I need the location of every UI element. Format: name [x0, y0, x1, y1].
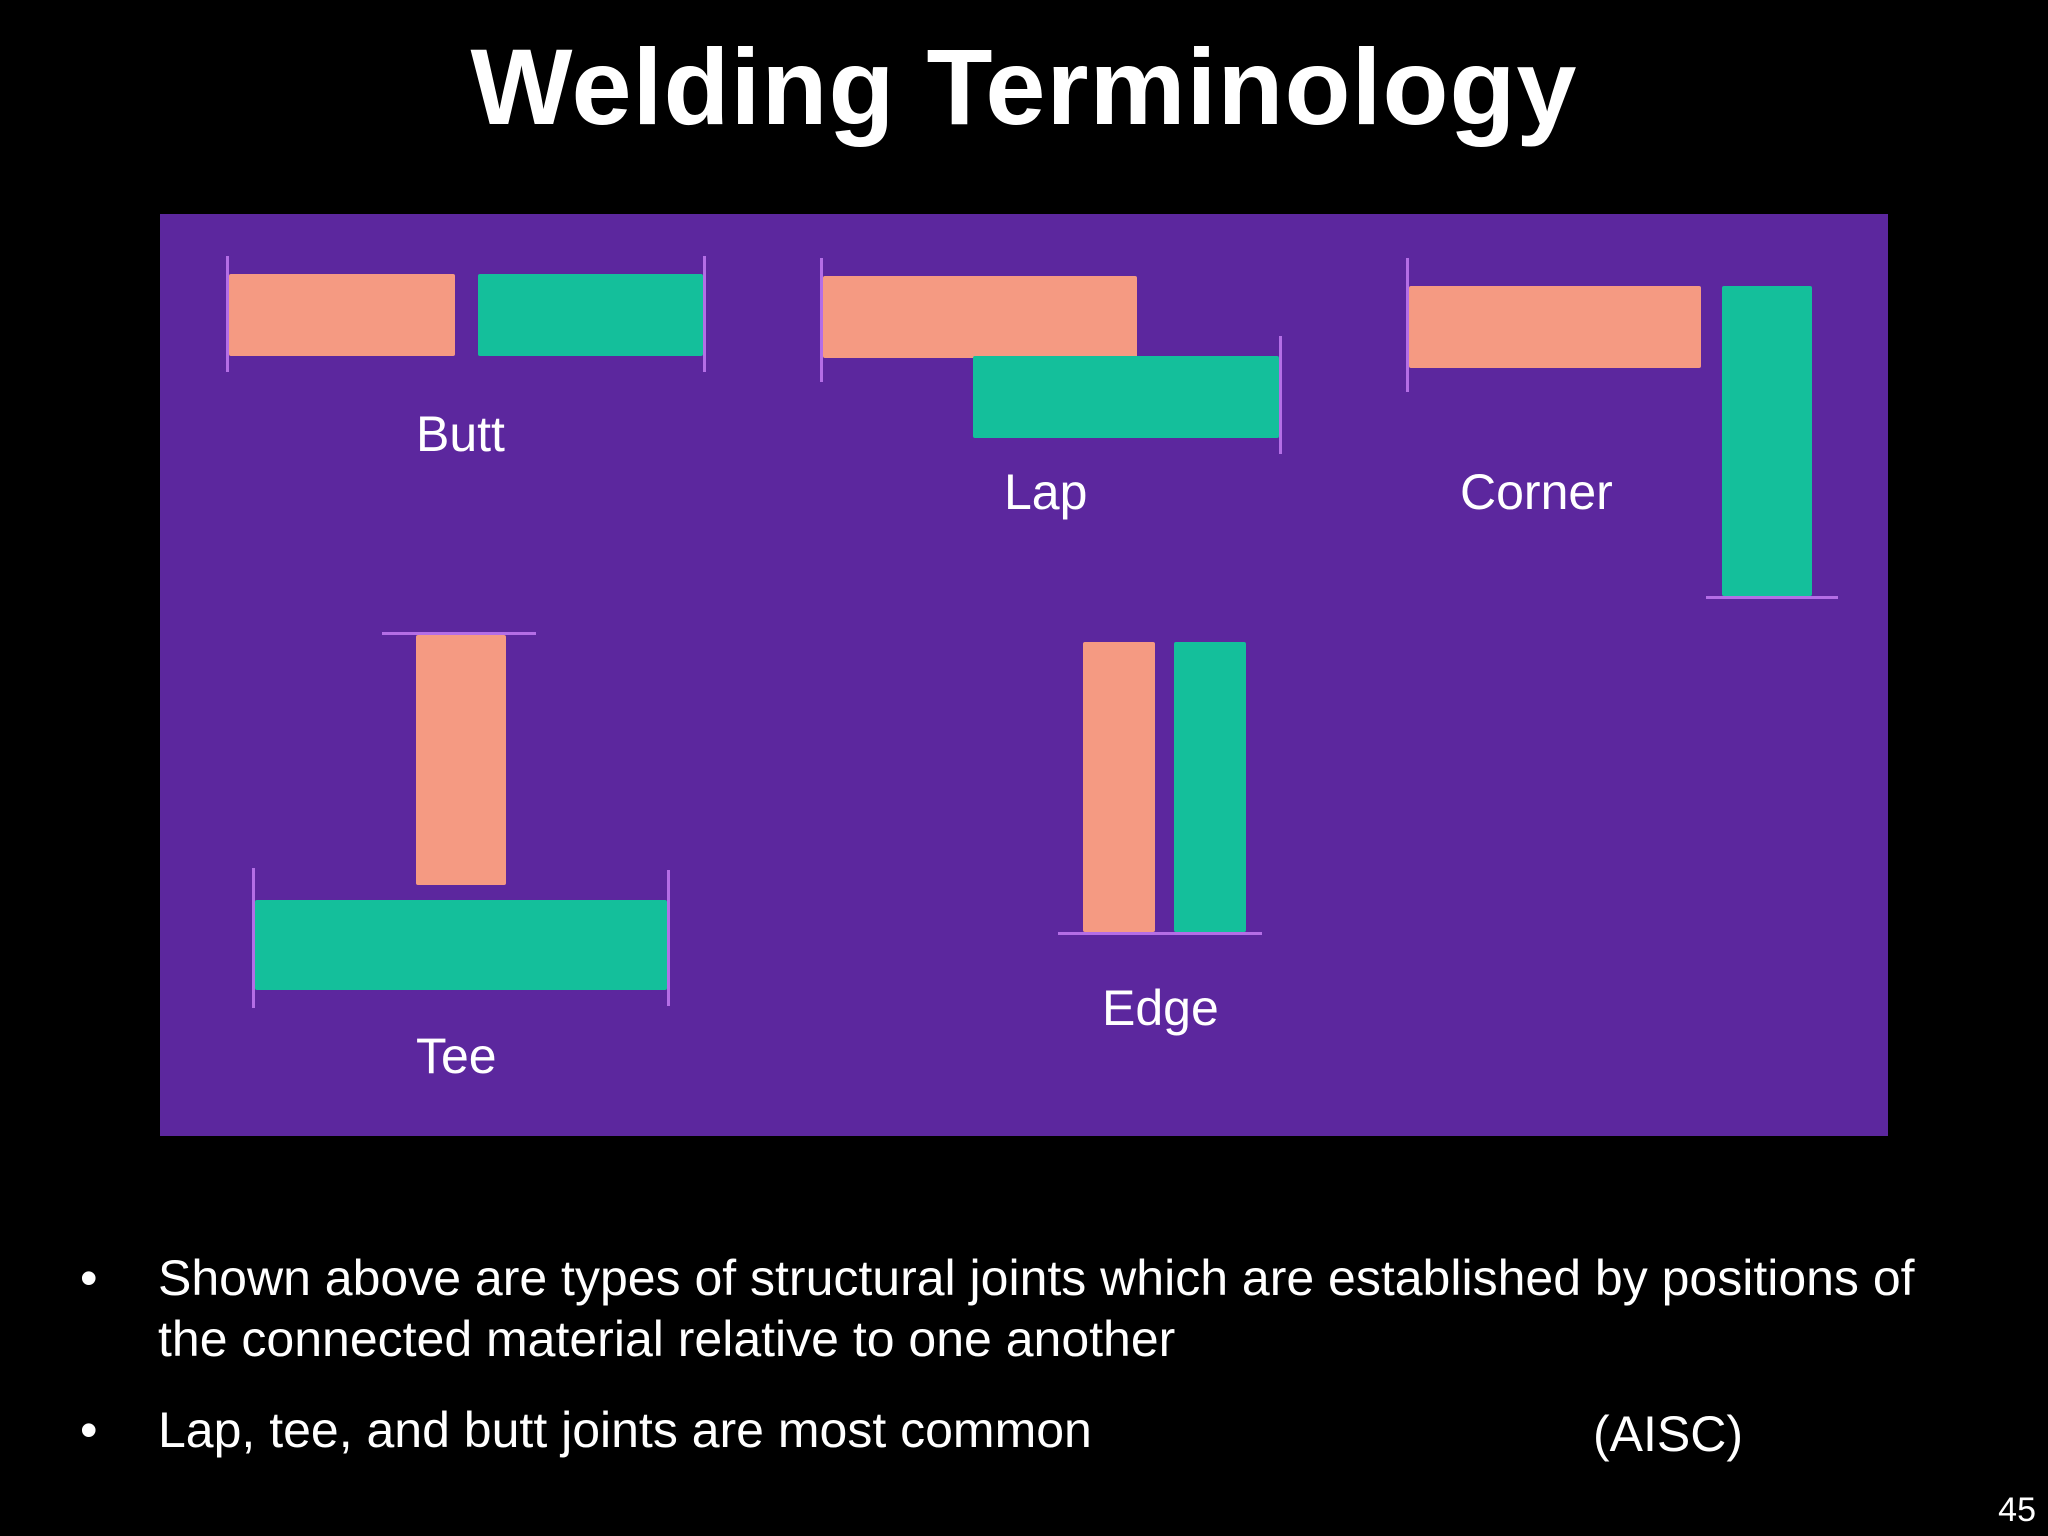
- lap-plate-top: [823, 276, 1137, 358]
- tee-top-end-mark: [382, 632, 536, 635]
- bullet-marker: •: [80, 1402, 98, 1458]
- tee-right-end-mark: [667, 870, 670, 1006]
- corner-left-end-mark: [1406, 258, 1409, 392]
- page-number: 45: [1998, 1491, 2036, 1529]
- bullet-marker: •: [80, 1250, 98, 1306]
- corner-plate-vertical: [1722, 286, 1812, 596]
- joint-types-diagram: Butt Lap Corner Tee Edge: [160, 214, 1888, 1136]
- bullet-item: • Lap, tee, and butt joints are most com…: [76, 1400, 1996, 1461]
- edge-plate-left: [1083, 642, 1155, 932]
- edge-plate-right: [1174, 642, 1246, 932]
- corner-plate-horizontal: [1409, 286, 1701, 368]
- source-citation: (AISC): [1593, 1406, 1743, 1462]
- butt-plate-right: [478, 274, 703, 356]
- butt-plate-left: [229, 274, 455, 356]
- bullet-item: • Shown above are types of structural jo…: [76, 1248, 1996, 1370]
- edge-bottom-end-mark: [1058, 932, 1262, 935]
- bullet-text: Lap, tee, and butt joints are most commo…: [158, 1402, 1092, 1458]
- corner-bottom-end-mark: [1706, 596, 1838, 599]
- butt-left-end-mark: [226, 256, 229, 372]
- corner-label: Corner: [1460, 464, 1613, 520]
- lap-label: Lap: [1004, 464, 1088, 520]
- butt-label: Butt: [416, 406, 505, 462]
- edge-label: Edge: [1102, 980, 1219, 1036]
- tee-plate-horizontal: [255, 900, 667, 990]
- bullet-text: Shown above are types of structural join…: [158, 1250, 1915, 1367]
- bullet-list: • Shown above are types of structural jo…: [76, 1248, 1996, 1491]
- lap-plate-bottom: [973, 356, 1279, 438]
- tee-label: Tee: [416, 1028, 497, 1084]
- butt-right-end-mark: [703, 256, 706, 372]
- tee-plate-vertical: [416, 635, 506, 885]
- tee-left-end-mark: [252, 868, 255, 1008]
- slide-title: Welding Terminology: [470, 26, 1578, 147]
- lap-left-end-mark: [820, 258, 823, 382]
- lap-right-end-mark: [1279, 336, 1282, 454]
